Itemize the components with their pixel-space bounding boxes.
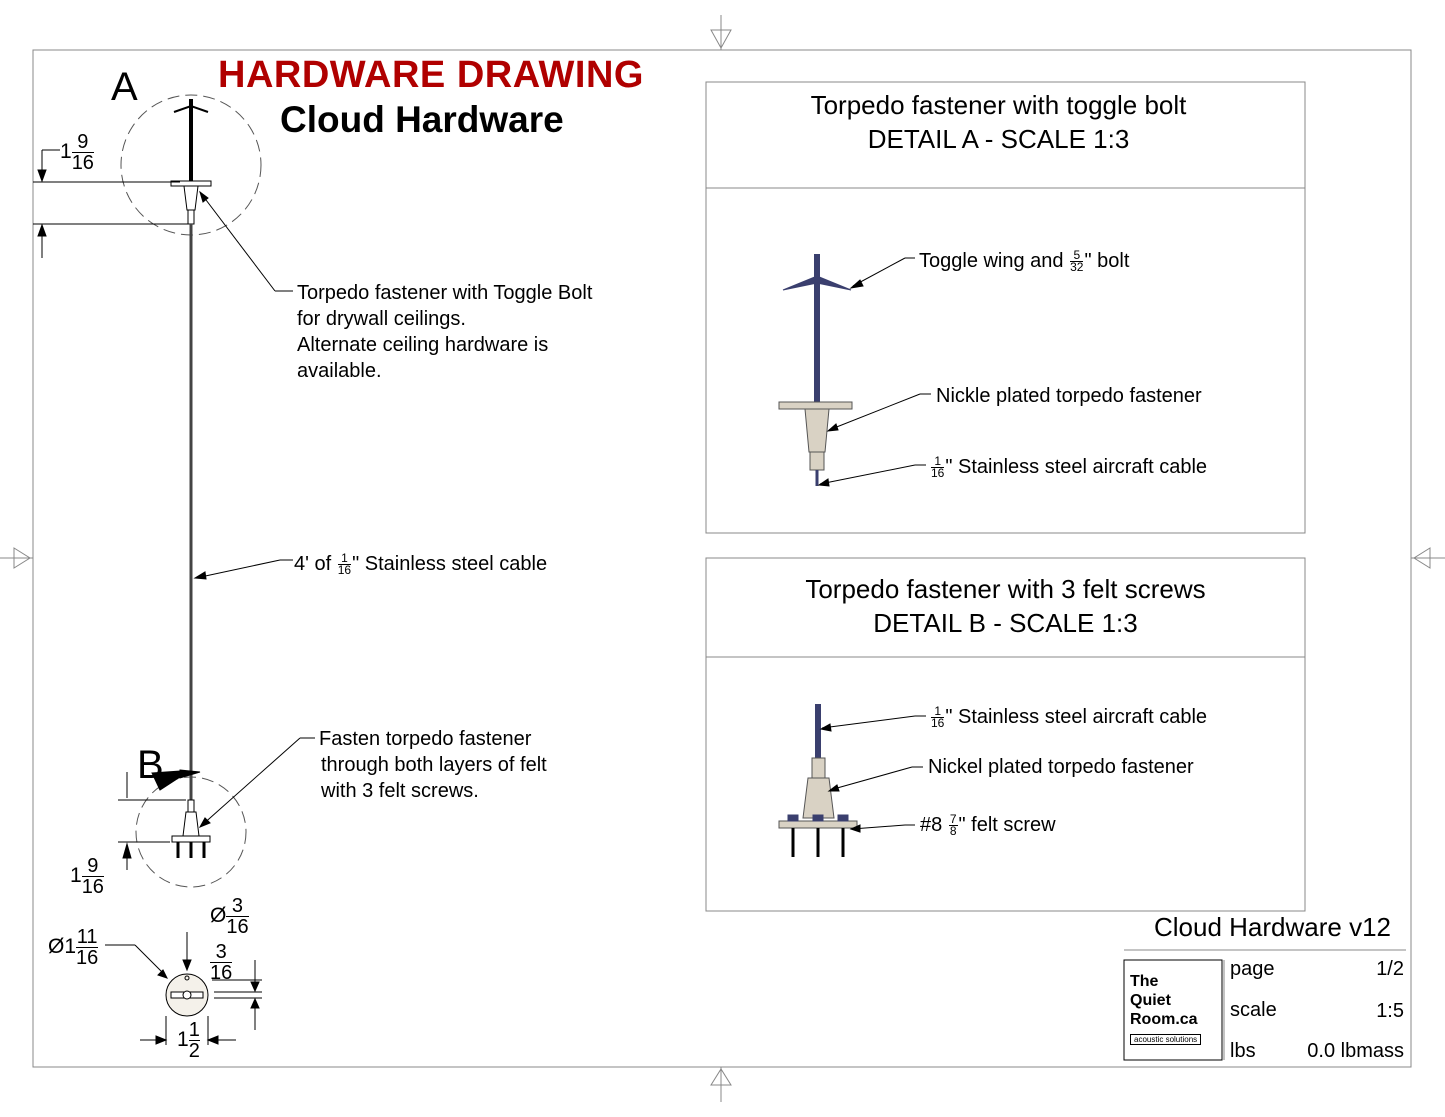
detail-a-toggle-suffix: " bolt <box>1084 250 1130 272</box>
detail-a-toggle-prefix: Toggle wing and <box>919 250 1064 272</box>
title-block <box>1123 949 1406 1061</box>
detail-b-screw-num: 7 <box>948 812 958 827</box>
dim-bottom <box>118 769 201 870</box>
dim-offset-den: 16 <box>210 962 233 984</box>
detail-b-heading: Torpedo fastener with 3 felt screws DETA… <box>706 572 1305 640</box>
dim-dia-num: 11 <box>76 926 99 948</box>
detail-letter-a: A <box>111 65 138 109</box>
note-felt-line: with 3 felt screws. <box>321 780 479 802</box>
title-block-value-lbs: 0.0 lbmass <box>1307 1040 1404 1062</box>
note-toggle-line: available. <box>297 360 382 382</box>
logo-line: Room.ca <box>1130 1011 1198 1028</box>
dim-bottom-num: 9 <box>81 856 104 877</box>
logo-line: The <box>1130 973 1159 990</box>
detail-b-cable-suffix: " Stainless steel aircraft cable <box>945 706 1208 728</box>
detail-letter-b: B <box>137 743 164 787</box>
detail-b-screw-den: 8 <box>949 824 957 839</box>
dim-bore-prefix: Ø <box>210 904 227 928</box>
detail-b-cable-num: 1 <box>931 705 945 719</box>
title-block-key-lbs: lbs <box>1230 1040 1256 1062</box>
detail-a-art <box>778 254 931 487</box>
main-toggle-bolt <box>173 99 209 182</box>
leader-lines <box>193 190 315 828</box>
dim-dia-den: 16 <box>76 947 99 969</box>
note-felt-line: through both layers of felt <box>321 754 547 776</box>
logo-tagline: acoustic solutions <box>1130 1034 1202 1045</box>
dim-bottom-whole: 1 <box>70 864 82 888</box>
detail-a-fastener-label: Nickle plated torpedo fastener <box>936 385 1202 407</box>
dim-top-whole: 1 <box>60 140 72 164</box>
plan-view <box>105 932 262 1045</box>
centering-marks <box>0 15 1445 1102</box>
detail-b-cable-den: 16 <box>931 716 945 731</box>
detail-b-art <box>778 704 926 857</box>
dim-width-num: 1 <box>188 1019 200 1041</box>
title-block-value-scale: 1:5 <box>1376 1000 1404 1022</box>
detail-a-heading-line1: Torpedo fastener with toggle bolt <box>810 90 1187 120</box>
dim-width-den: 2 <box>188 1040 200 1062</box>
title-block-key-scale: scale <box>1230 999 1277 1021</box>
dim-top <box>33 149 188 258</box>
note-toggle-bolt: Torpedo fastener with Toggle Bolt for dr… <box>297 280 592 384</box>
title-block-key-page: page <box>1230 958 1275 980</box>
dim-bore-den: 16 <box>226 916 249 938</box>
note-felt: Fasten torpedo fastener through both lay… <box>319 726 547 804</box>
dim-dia-prefix: Ø1 <box>48 935 77 959</box>
note-toggle-line: Torpedo fastener with Toggle Bolt <box>297 282 593 304</box>
note-toggle-line: Alternate ceiling hardware is <box>297 334 549 356</box>
dim-offset-num: 3 <box>210 942 233 963</box>
drawing-title: HARDWARE DRAWING <box>218 54 644 96</box>
title-block-drawing-name: Cloud Hardware v12 <box>1154 912 1392 942</box>
main-bottom-fastener <box>171 799 211 858</box>
detail-b-panel <box>705 557 1306 912</box>
drawing-subtitle: Cloud Hardware <box>280 99 564 140</box>
detail-a-cable-num: 1 <box>931 455 945 469</box>
detail-a-heading: Torpedo fastener with toggle bolt DETAIL… <box>706 88 1291 156</box>
main-top-fastener <box>170 180 212 225</box>
logo-line: Quiet <box>1130 992 1171 1009</box>
detail-b-heading-line2: DETAIL B - SCALE 1:3 <box>873 608 1138 638</box>
note-cable-suffix: " Stainless steel cable <box>352 553 548 575</box>
detail-a-cable-den: 16 <box>931 466 945 481</box>
dim-top-num: 9 <box>71 132 94 153</box>
detail-b-screw-suffix: " felt screw <box>958 814 1056 836</box>
detail-b-heading-line1: Torpedo fastener with 3 felt screws <box>805 574 1206 604</box>
detail-b-fastener-label: Nickel plated torpedo fastener <box>928 756 1194 778</box>
detail-a-panel <box>705 81 1306 534</box>
detail-a-toggle-den: 32 <box>1070 260 1084 275</box>
title-block-value-page: 1/2 <box>1376 958 1404 980</box>
dim-width-whole: 1 <box>177 1028 189 1052</box>
note-cable-den: 16 <box>337 563 352 578</box>
dim-bottom-den: 16 <box>81 876 104 898</box>
note-felt-line: Fasten torpedo fastener <box>319 728 532 750</box>
dim-top-den: 16 <box>71 152 94 174</box>
detail-a-toggle-num: 5 <box>1070 249 1084 263</box>
detail-a-cable-suffix: " Stainless steel aircraft cable <box>945 456 1208 478</box>
detail-a-heading-line2: DETAIL A - SCALE 1:3 <box>867 124 1130 154</box>
dim-bore-num: 3 <box>226 896 249 917</box>
detail-b-screw-prefix: #8 <box>920 814 943 836</box>
note-toggle-line: for drywall ceilings. <box>297 308 466 330</box>
note-cable-num: 1 <box>337 552 352 566</box>
title-block-logo: The Quiet Room.ca acoustic solutions <box>1130 972 1218 1047</box>
note-cable-prefix: 4' of <box>294 553 332 575</box>
